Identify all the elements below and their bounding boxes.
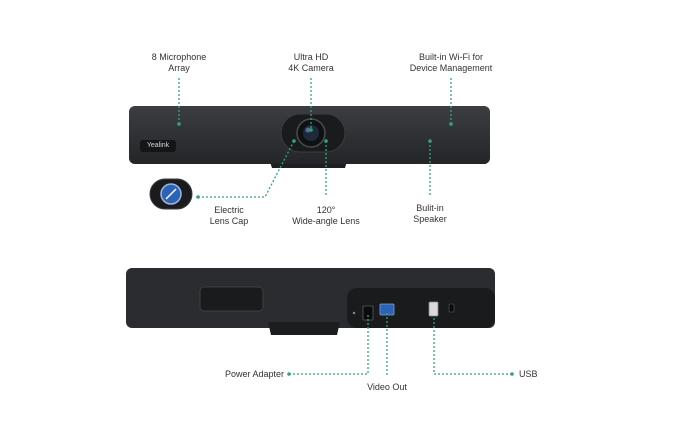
brand-badge [140, 140, 176, 152]
back-stand [268, 322, 340, 335]
label-video-out: Video Out [367, 382, 407, 392]
label-usb: USB [519, 369, 538, 379]
back-port-panel [347, 288, 495, 328]
label-wide-angle-lens: 120°Wide-angle Lens [292, 205, 360, 226]
lock-slot [448, 303, 455, 313]
brand-logo-text: Yealink [146, 142, 170, 149]
label-power-adapter: Power Adapter [224, 369, 284, 379]
back-handle-slot [199, 286, 264, 312]
usb-port [428, 301, 439, 317]
